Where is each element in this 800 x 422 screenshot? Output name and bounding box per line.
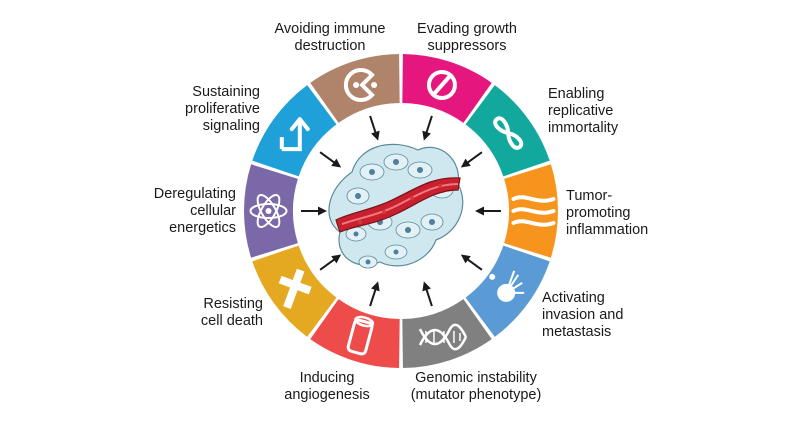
red-blood-cell: [438, 184, 442, 188]
ring-segment: [402, 54, 492, 123]
atom-icon: [249, 194, 288, 228]
label-genomic-instability: Genomic instability (mutator phenotype): [410, 370, 542, 403]
arrowhead: [371, 130, 380, 141]
infinity-icon: [493, 116, 524, 150]
arrowhead: [422, 281, 431, 292]
cell-nucleus: [393, 249, 399, 255]
cell-nucleus: [405, 227, 411, 233]
cell-nucleus: [417, 167, 423, 173]
arrowhead: [331, 158, 342, 168]
arrows-group: [301, 115, 501, 307]
cell-nucleus: [369, 169, 375, 175]
red-blood-cell: [382, 210, 386, 214]
tumor-illustration: [328, 143, 464, 269]
pacman-cell-icon: [343, 67, 378, 102]
label-inducing-angiogenesis: Inducing angiogenesis: [284, 370, 370, 403]
label-deregulating-cellular-energetics: Deregulating cellular energetics: [153, 186, 236, 236]
cell-nucleus: [429, 219, 435, 225]
signal-arrow-icon: [279, 117, 310, 152]
red-blood-cell: [410, 196, 414, 200]
metastasis-cell-icon: [489, 270, 525, 302]
cell-nucleus: [353, 231, 359, 237]
ring-segment: [310, 54, 400, 123]
cell-nucleus: [355, 193, 361, 199]
label-activating-invasion-metastasis: Activating invasion and metastasis: [542, 290, 624, 340]
red-blood-cell: [358, 220, 362, 224]
cell-nucleus: [393, 159, 399, 165]
label-avoiding-immune-destruction: Avoiding immune destruction: [274, 21, 386, 54]
arrowhead: [371, 281, 380, 292]
arrowhead: [475, 206, 484, 216]
label-tumor-promoting-inflammation: Tumor- promoting inflammation: [566, 188, 649, 238]
cross-icon: [278, 268, 312, 310]
label-evading-growth-suppressors: Evading growth suppressors: [417, 21, 517, 54]
label-enabling-replicative-immortality: Enabling replicative immortality: [548, 86, 619, 136]
prohibition-icon: [426, 69, 457, 100]
blood-vessel-icon: [346, 315, 375, 356]
cell-nucleus: [365, 259, 371, 265]
label-sustaining-proliferative-signaling: Sustaining proliferative signaling: [185, 84, 260, 134]
arrowhead: [460, 158, 471, 168]
label-resisting-cell-death: Resisting cell death: [200, 296, 263, 329]
dna-helix-icon: [418, 323, 468, 351]
ring-segment: [310, 299, 400, 368]
arrowhead: [331, 254, 342, 264]
flames-icon: [511, 195, 556, 227]
arrowhead: [460, 254, 471, 264]
arrowhead: [318, 206, 327, 216]
ring-segment: [252, 85, 337, 177]
arrowhead: [422, 130, 431, 141]
